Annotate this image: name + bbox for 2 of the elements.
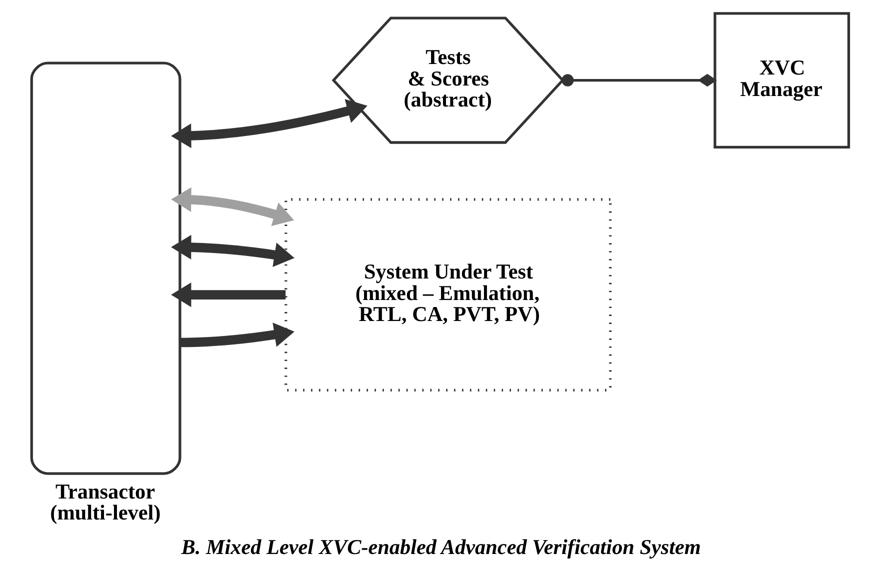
node-label: Transactor (multi-level) bbox=[50, 479, 161, 525]
caption: B. Mixed Level XVC-enabled Advanced Verification System bbox=[181, 535, 701, 560]
